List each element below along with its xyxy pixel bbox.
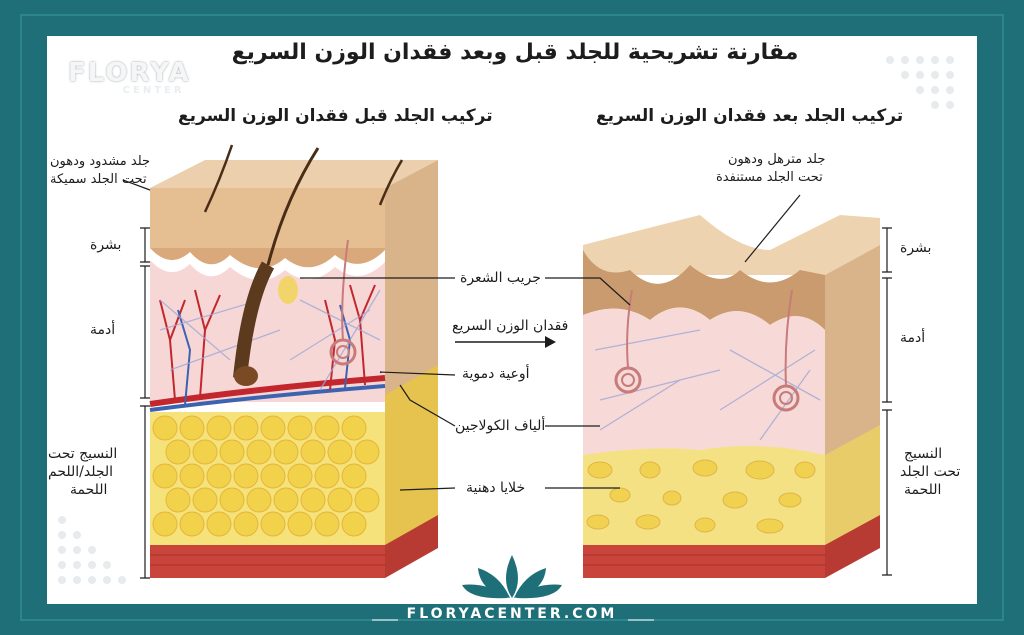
label-fat-cells: خلايا دهنية <box>466 480 526 496</box>
before-layer-subq-2: الجلد/اللحم <box>48 464 114 480</box>
muscle-side-face <box>825 515 880 578</box>
after-layer-subq-3: اللحمة <box>904 482 942 498</box>
brand-logo-sub: CENTER <box>122 85 185 96</box>
fat-cells <box>586 459 816 534</box>
after-layer-subq-1: النسيج <box>904 446 943 462</box>
muscle-front <box>150 545 385 578</box>
after-note-line1: جلد مترهل ودهون <box>728 152 826 167</box>
hair-shaft <box>266 147 320 266</box>
lotus-logo-icon <box>462 555 562 599</box>
before-layer-dermis: أدمة <box>90 322 116 338</box>
leader-lines <box>122 179 892 579</box>
before-layer-subq-3: اللحمة <box>70 482 108 498</box>
dot-pattern-top-right <box>886 56 954 109</box>
weight-loss-arrow <box>455 336 556 348</box>
before-layer-epidermis: بشرة <box>90 237 122 253</box>
label-blood-vessels: أوعية دموية <box>462 366 530 382</box>
page-title: مقارنة تشريحية للجلد قبل وبعد فقدان الوز… <box>231 40 799 65</box>
epidermis-front <box>583 250 825 330</box>
after-layer-dermis: أدمة <box>900 330 926 346</box>
skin-block-after <box>583 215 880 578</box>
muscle-side-face <box>385 515 438 578</box>
label-collagen: ألياف الكولاجين <box>455 418 546 434</box>
label-weight-loss: فقدان الوزن السريع <box>452 318 569 334</box>
skin-block-before <box>149 144 438 578</box>
decorative-border <box>20 14 1004 621</box>
after-layer-subq-2: تحت الجلد <box>900 464 961 480</box>
dermis-front <box>583 307 825 455</box>
before-note-line1: جلد مشدود ودهون <box>50 154 151 169</box>
after-heading: تركيب الجلد بعد فقدان الوزن السريع <box>596 106 904 126</box>
hair-follicle <box>233 261 275 379</box>
epidermis-top-face <box>583 215 880 275</box>
epidermis-front <box>150 188 385 248</box>
brand-logo: FLORYA CENTER <box>68 58 191 96</box>
brand-logo-main: FLORYA <box>68 58 191 88</box>
after-note-line2: تحت الجلد مستنفدة <box>716 170 823 185</box>
website-footer[interactable]: FLORYACENTER.COM <box>406 606 618 622</box>
after-layer-epidermis: بشرة <box>900 240 932 256</box>
label-hair-follicle: جريب الشعرة <box>460 270 541 286</box>
epidermis-top-face <box>150 160 438 188</box>
sebaceous-gland <box>278 276 298 304</box>
dot-pattern-bottom-left <box>58 516 126 584</box>
dermis-front <box>150 260 385 402</box>
vein <box>149 384 386 412</box>
before-layer-subq-1: النسيج تحت <box>48 446 118 462</box>
artery <box>149 375 386 407</box>
fat-cells <box>152 415 380 537</box>
before-note-line2: تحت الجلد سميكة <box>50 172 147 187</box>
before-heading: تركيب الجلد قبل فقدان الوزن السريع <box>178 106 493 126</box>
muscle-front <box>583 545 825 578</box>
